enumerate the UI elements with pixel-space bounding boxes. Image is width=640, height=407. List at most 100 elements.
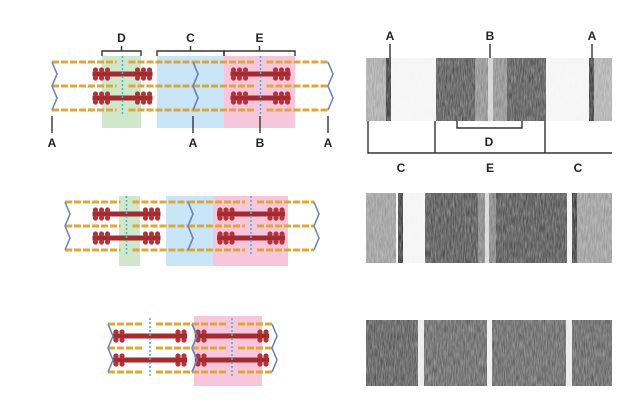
myosin-head <box>273 207 279 213</box>
myosin-head <box>134 75 141 81</box>
myosin-head <box>113 353 119 359</box>
myosin-head <box>229 231 235 237</box>
myosin-head <box>175 353 181 359</box>
zone-e-highlight <box>194 316 262 386</box>
myosin-head <box>201 353 207 359</box>
myosin-head <box>104 99 111 105</box>
micrograph-partial <box>366 193 612 263</box>
z-line <box>107 323 114 373</box>
diagram-partial <box>64 196 320 266</box>
sarcomere-left <box>107 318 198 378</box>
label-c-right: C <box>574 161 583 175</box>
myosin-head <box>284 99 291 105</box>
myosin-head <box>92 239 99 245</box>
myosin-head <box>104 239 111 245</box>
myosin-head <box>263 353 269 359</box>
myosin-head <box>279 231 285 237</box>
myosin-head <box>98 239 105 245</box>
bracket-c <box>156 46 225 56</box>
myosin-head <box>217 215 223 221</box>
myosin-head <box>92 231 99 237</box>
myosin-head <box>230 67 237 73</box>
myosin-head <box>230 91 237 97</box>
myosin-head <box>236 75 243 81</box>
label-e: E <box>255 31 263 45</box>
myosin-head <box>104 231 111 237</box>
myosin-head <box>279 215 285 221</box>
label-b: B <box>486 29 495 43</box>
myosin-head <box>113 337 119 343</box>
myosin-head <box>113 361 119 367</box>
myosin-head <box>154 231 161 237</box>
micrograph-contracted <box>366 320 612 386</box>
label-a-right: A <box>588 29 597 43</box>
myosin-head <box>92 75 99 81</box>
myosin-head <box>154 215 161 221</box>
myosin-head <box>279 239 285 245</box>
myosin-head <box>92 207 99 213</box>
myosin-head <box>134 99 141 105</box>
myosin-head <box>98 67 105 73</box>
myosin-head <box>242 67 249 73</box>
bracket-d <box>101 46 142 56</box>
myosin-head <box>104 67 111 73</box>
myosin-head <box>154 239 161 245</box>
myosin-head <box>223 207 229 213</box>
myosin-head <box>267 239 273 245</box>
myosin-head <box>146 91 153 97</box>
z-line <box>187 201 194 251</box>
label-a-left: A <box>386 29 395 43</box>
myosin-head <box>217 207 223 213</box>
myosin-head <box>284 91 291 97</box>
sarcomere-left <box>64 196 194 256</box>
myosin-head <box>223 231 229 237</box>
myosin-head <box>98 207 105 213</box>
myosin-head <box>146 99 153 105</box>
myosin-head <box>113 329 119 335</box>
myosin-head <box>272 91 279 97</box>
sarcomere-left <box>51 56 199 116</box>
diagram-contracted <box>107 316 278 386</box>
myosin-head <box>148 215 155 221</box>
myosin-head <box>104 215 111 221</box>
myosin-head <box>267 207 273 213</box>
myosin-head <box>278 67 285 73</box>
myosin-head <box>236 67 243 73</box>
label-d: D <box>117 31 126 45</box>
myosin-head <box>98 231 105 237</box>
zone-e-highlight <box>213 196 288 266</box>
myosin-head <box>181 337 187 343</box>
myosin-head <box>148 207 155 213</box>
myosin-head <box>278 75 285 81</box>
myosin-head <box>201 337 207 343</box>
micrograph-relaxed: A B A D C E C <box>366 29 612 175</box>
brackets-below-micrograph <box>367 121 612 154</box>
z-line <box>192 61 199 111</box>
myosin-head <box>154 207 161 213</box>
z-line <box>327 61 334 111</box>
myosin-head <box>273 215 279 221</box>
z-line <box>313 201 320 251</box>
myosin-head <box>119 361 125 367</box>
myosin-head <box>201 361 207 367</box>
z-line <box>271 323 278 373</box>
label-a-left: A <box>48 136 57 150</box>
myosin-head <box>229 239 235 245</box>
myosin-head <box>284 75 291 81</box>
zone-c-highlight <box>157 56 224 128</box>
z-line <box>64 201 71 251</box>
myosin-head <box>257 337 263 343</box>
myosin-head <box>267 231 273 237</box>
sarcomere-right <box>192 56 334 116</box>
bracket-e <box>223 46 296 56</box>
myosin-head <box>142 215 149 221</box>
myosin-head <box>134 67 141 73</box>
label-d: D <box>485 135 494 149</box>
myosin-head <box>140 75 147 81</box>
label-b: B <box>256 136 265 150</box>
myosin-head <box>92 91 99 97</box>
myosin-head <box>230 99 237 105</box>
myosin-head <box>142 239 149 245</box>
myosin-head <box>263 329 269 335</box>
